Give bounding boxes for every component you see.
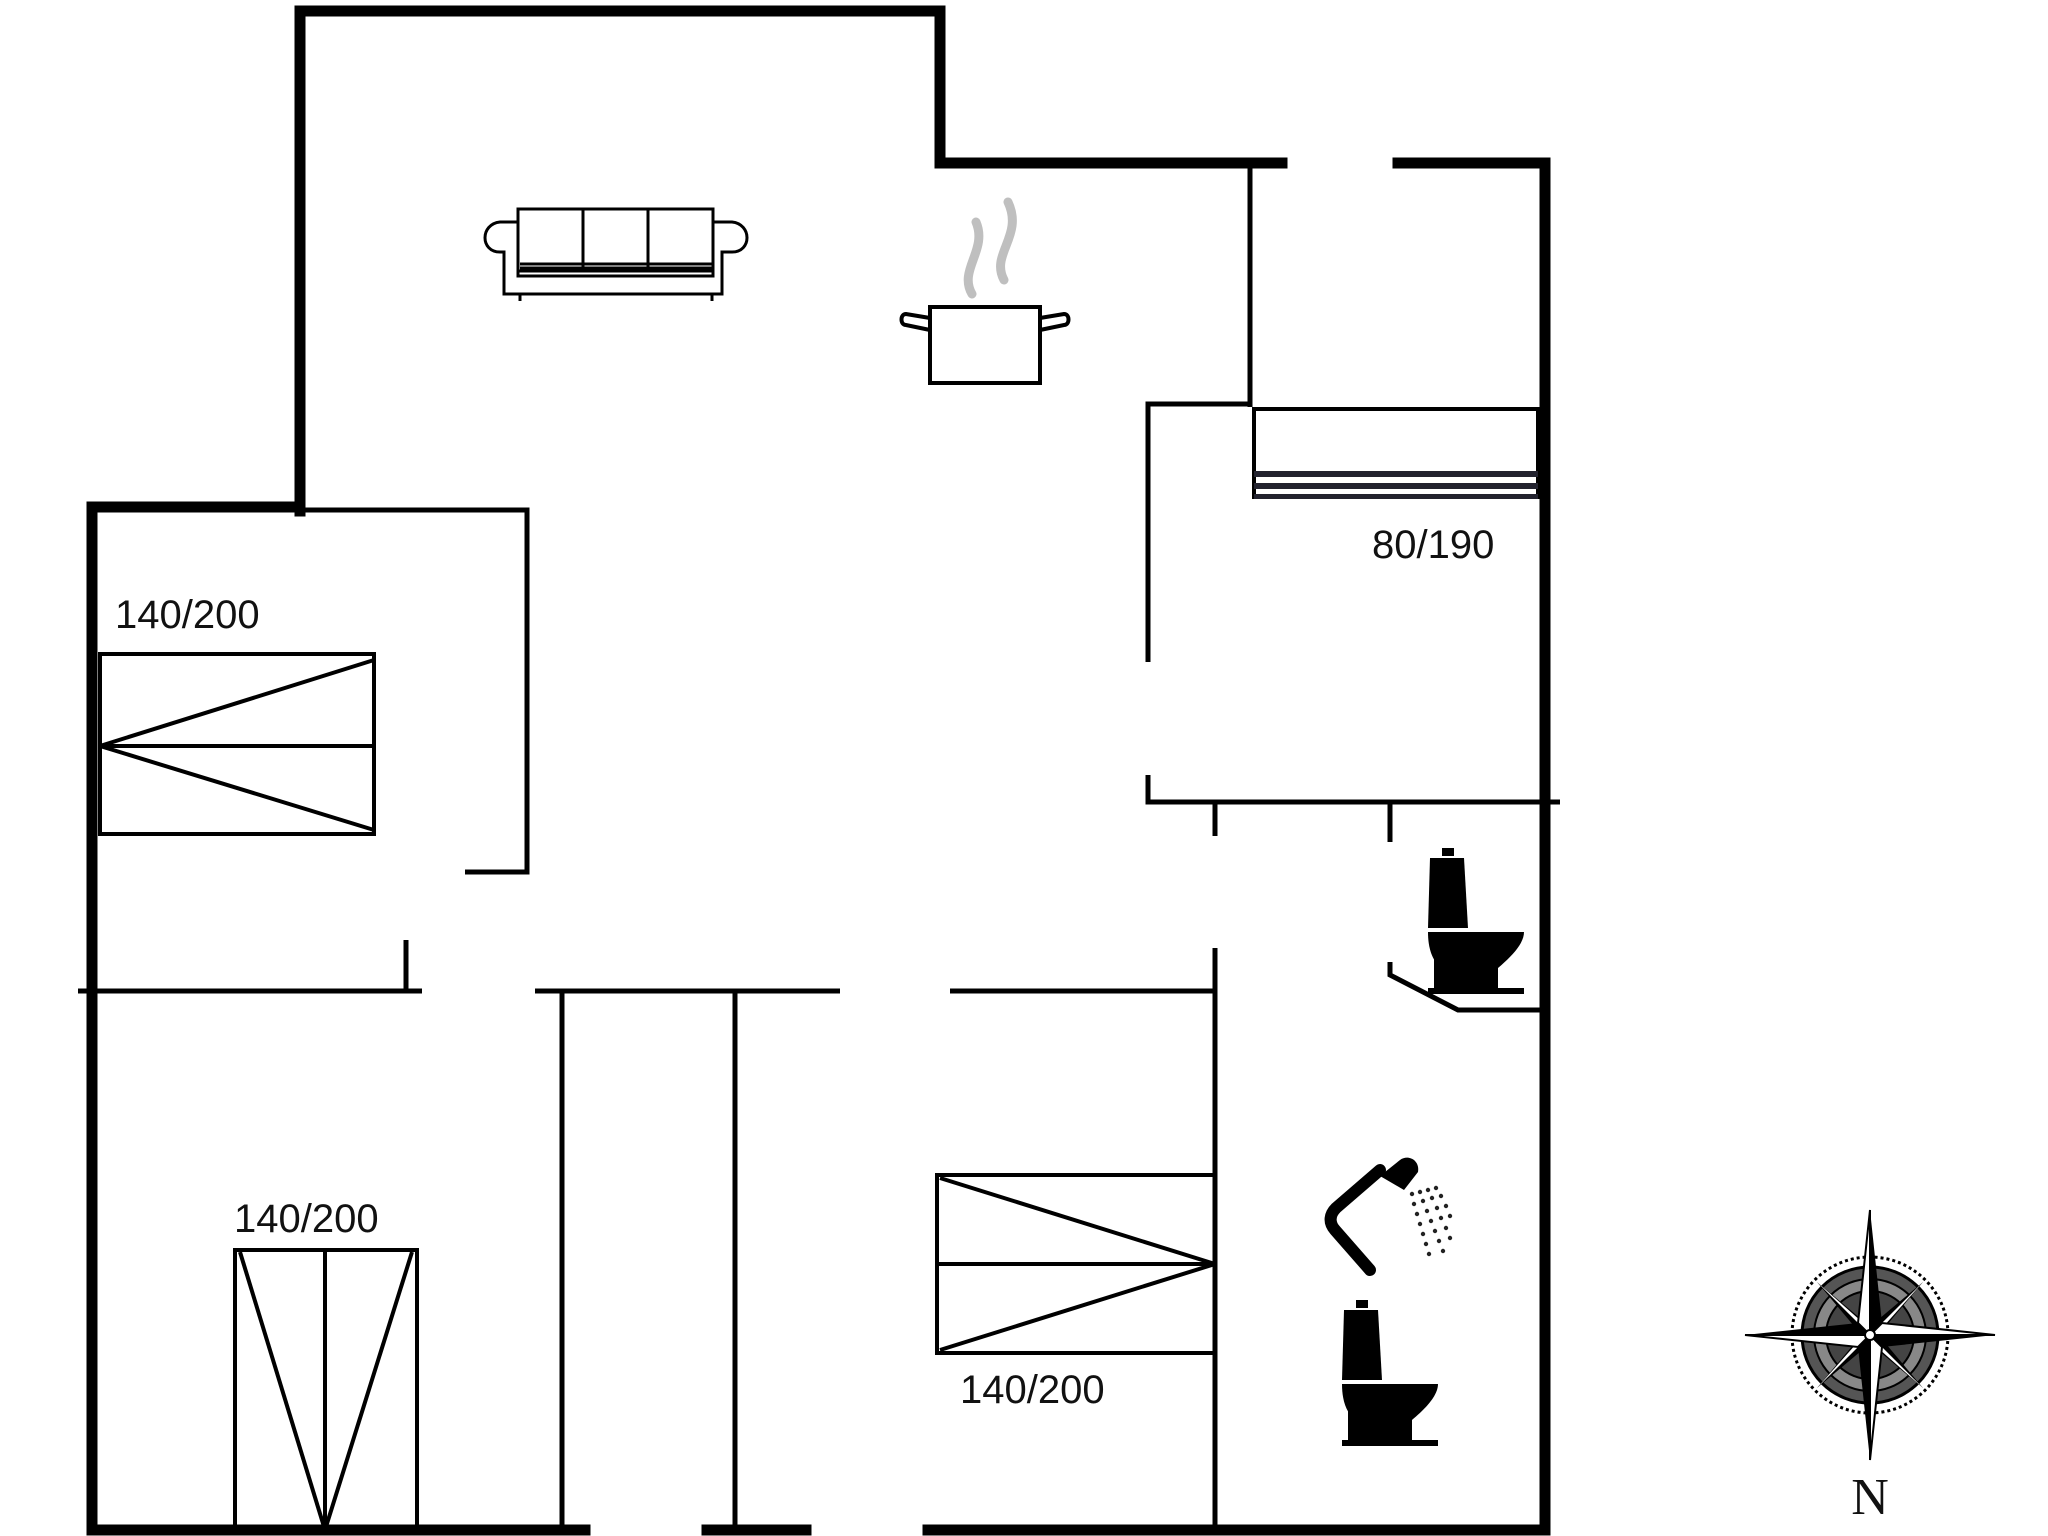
interior-walls [78,163,1560,1530]
outer-walls [86,5,1551,1536]
outer-wall-north [294,5,1288,517]
bed-southwest-size-label: 140/200 [234,1197,379,1241]
wall-east-bedroom [1145,401,1250,662]
bed-east-size-label: 80/190 [1372,523,1494,567]
shower-icon [1324,1157,1453,1276]
bed-west-size-label: 140/200 [115,593,260,637]
bed-west [98,652,376,836]
wall-west-bedroom [300,507,530,875]
bed-east [1252,407,1540,499]
wall-east-bedroom-south [1145,775,1560,805]
compass-rose-icon [1744,1209,1996,1461]
toilet-icon [1428,848,1524,994]
bed-south-size-label: 140/200 [960,1368,1105,1412]
outer-wall-west [86,501,591,1536]
compass-north-label: N [1851,1469,1889,1526]
wall-toilet-room-angled [1387,962,1540,1013]
sofa-icon [483,207,749,301]
cooking-pot-icon [899,197,1071,385]
toilet-icon [1342,1300,1438,1446]
bed-southwest [233,1248,419,1532]
bed-south [935,1173,1217,1355]
